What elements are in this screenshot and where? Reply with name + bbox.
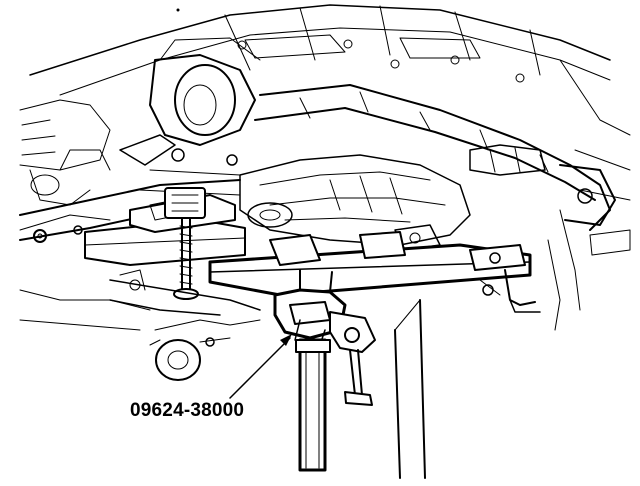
special-tool-part-number: 09624-38000 — [130, 400, 245, 421]
speck-mark — [176, 8, 180, 12]
underbody-floor-pan — [29, 4, 631, 256]
left-wheel-hub — [149, 319, 261, 381]
jack-release-lever — [344, 349, 373, 406]
support-fixture-beam-left — [84, 194, 246, 266]
jack-saddle-head — [273, 269, 376, 353]
jack-column — [295, 338, 331, 472]
right-support-hook — [479, 269, 541, 313]
subframe-crossmember — [254, 84, 616, 331]
callout-leader — [229, 334, 292, 399]
threaded-adjuster-rod — [164, 187, 206, 300]
lower-control-arm — [109, 269, 261, 316]
strut-mount — [149, 37, 261, 166]
transmission-housing — [139, 154, 471, 251]
right-stand-post — [394, 299, 426, 479]
left-suspension-assembly — [19, 99, 176, 331]
support-fixture-beam-main — [208, 231, 532, 297]
